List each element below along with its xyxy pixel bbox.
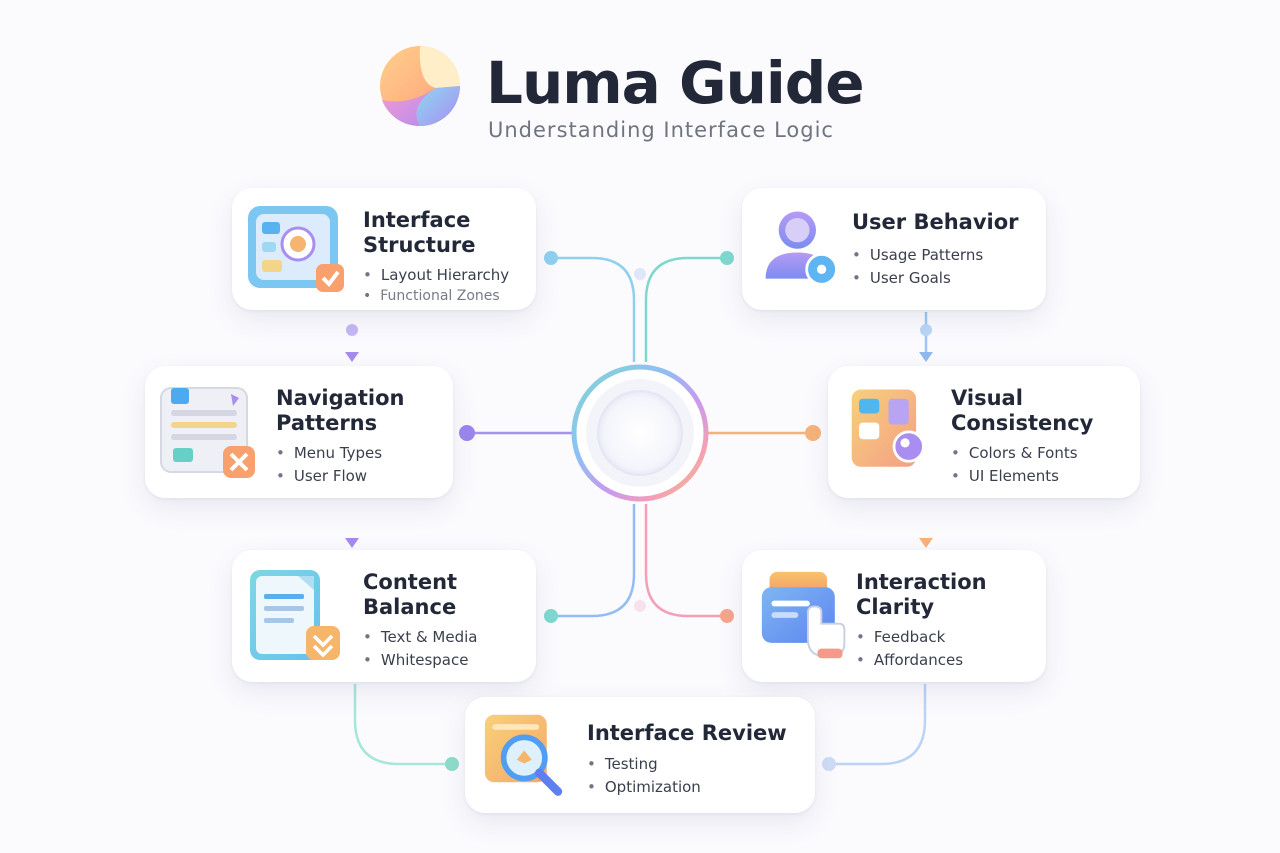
connector-hub-behavior bbox=[644, 256, 727, 362]
menu-layout-icon bbox=[160, 387, 255, 478]
document-icon bbox=[250, 570, 340, 660]
layout-grid-icon bbox=[248, 206, 344, 292]
card-visual-consistency: Visual Consistency Colors & Fonts UI Ele… bbox=[828, 366, 1140, 498]
card-title: Navigation Patterns bbox=[276, 386, 405, 435]
connector-interaction-review bbox=[829, 684, 927, 766]
card-content-balance: Content Balance Text & Media Whitespace bbox=[232, 550, 536, 682]
list-item: Layout Hierarchy bbox=[363, 264, 509, 287]
user-icon bbox=[765, 211, 838, 286]
connector-content-review bbox=[353, 684, 452, 766]
connector-dot bbox=[445, 757, 459, 771]
card-title: Interface Review bbox=[587, 721, 787, 745]
card-title: Content Balance bbox=[363, 570, 458, 619]
arrow-head bbox=[919, 352, 933, 362]
card-title: Interface Structure bbox=[363, 208, 476, 257]
list-item: User Goals bbox=[852, 267, 983, 290]
card-list: Colors & Fonts UI Elements bbox=[951, 442, 1078, 488]
card-list: Layout Hierarchy Functional Zones bbox=[363, 264, 509, 305]
card-interaction-clarity: Interaction Clarity Feedback Affordances bbox=[742, 550, 1046, 682]
card-title: Visual Consistency bbox=[951, 386, 1094, 435]
magnifier-icon bbox=[484, 714, 563, 796]
card-list: Text & Media Whitespace bbox=[363, 626, 478, 672]
card-user-behavior: User Behavior Usage Patterns User Goals bbox=[742, 188, 1046, 310]
card-list: Testing Optimization bbox=[587, 753, 701, 799]
connector-dot bbox=[822, 757, 836, 771]
card-interface-review: Interface Review Testing Optimization bbox=[465, 697, 815, 813]
connector-hub-interaction bbox=[644, 504, 727, 618]
card-title: User Behavior bbox=[852, 210, 1019, 234]
connector-dot bbox=[544, 251, 558, 265]
list-item: Affordances bbox=[856, 649, 963, 672]
connector-hub-structure bbox=[551, 256, 636, 362]
card-list: Feedback Affordances bbox=[856, 626, 963, 672]
list-item: User Flow bbox=[276, 465, 382, 488]
connector-dot bbox=[634, 268, 646, 280]
palette-icon bbox=[851, 389, 925, 467]
list-item: Optimization bbox=[587, 776, 701, 799]
list-item: Feedback bbox=[856, 626, 963, 649]
list-item: Text & Media bbox=[363, 626, 478, 649]
list-item: Whitespace bbox=[363, 649, 477, 672]
hand-pointer-icon bbox=[761, 571, 846, 659]
list-item: Menu Types bbox=[276, 442, 382, 465]
list-item: Usage Patterns bbox=[852, 244, 983, 267]
connector-dot bbox=[720, 251, 734, 265]
connector-dot bbox=[805, 425, 821, 441]
card-navigation-patterns: Navigation Patterns Menu Types User Flow bbox=[145, 366, 453, 498]
connector-dot bbox=[920, 324, 932, 336]
connector-dot bbox=[544, 609, 558, 623]
arrow-head bbox=[345, 538, 359, 548]
list-item: Functional Zones bbox=[363, 287, 509, 305]
list-item: Testing bbox=[587, 753, 701, 776]
connector-dot bbox=[634, 600, 646, 612]
card-list: Menu Types User Flow bbox=[276, 442, 382, 488]
connector-hub-content bbox=[551, 504, 636, 618]
arrow-head bbox=[345, 352, 359, 362]
list-item: UI Elements bbox=[951, 465, 1078, 488]
page-subtitle: Understanding Interface Logic bbox=[488, 118, 834, 142]
arrow-head bbox=[919, 538, 933, 548]
card-interface-structure: Interface Structure Layout Hierarchy Fun… bbox=[232, 188, 536, 310]
list-item: Colors & Fonts bbox=[951, 442, 1078, 465]
page-title: Luma Guide bbox=[486, 49, 865, 117]
card-list: Usage Patterns User Goals bbox=[852, 244, 983, 290]
connector-dot bbox=[459, 425, 475, 441]
connector-dot bbox=[346, 324, 358, 336]
card-title: Interaction Clarity bbox=[856, 570, 987, 619]
luma-logo-icon bbox=[380, 46, 460, 127]
connector-dot bbox=[720, 609, 734, 623]
central-hub-ring bbox=[571, 364, 709, 502]
